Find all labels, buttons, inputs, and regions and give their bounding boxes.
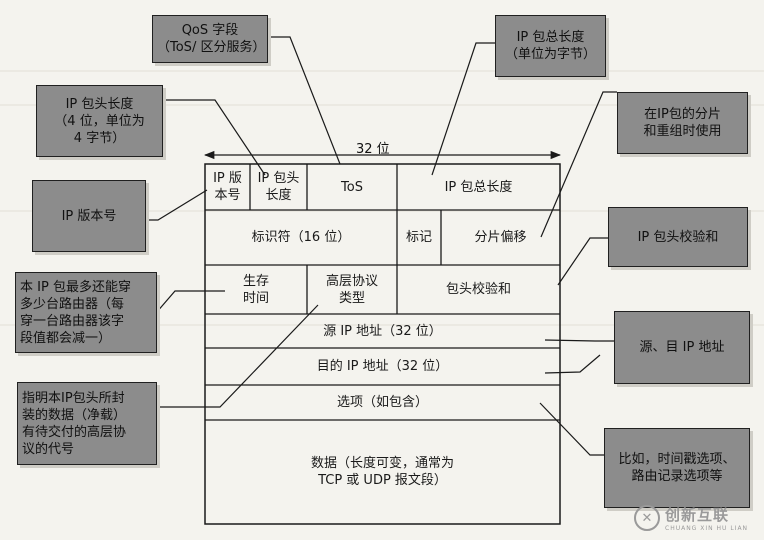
width-label: 32 位 [356, 142, 390, 157]
field-source-address: 源 IP 地址（32 位） [323, 323, 442, 339]
callout-options: 比如，时间戳选项、 路由记录选项等 [604, 428, 750, 508]
header-frame [204, 163, 561, 525]
bg-line [0, 70, 764, 72]
field-data: 数据（长度可变，通常为 TCP 或 UDP 报文段） [310, 456, 454, 488]
callout-version: IP 版本号 [32, 180, 146, 252]
brand-logo-icon: ✕ [634, 505, 660, 531]
watermark: ✕ 创新互联 CHUANG XIN HU LIAN [634, 498, 762, 538]
field-tos: ToS [341, 179, 363, 195]
watermark-sub: CHUANG XIN HU LIAN [665, 525, 749, 532]
field-total-length: IP 包总长度 [444, 179, 513, 195]
field-ihl: IP 包头 长度 [257, 171, 300, 203]
field-identification: 标识符（16 位） [251, 230, 351, 245]
callout-protocol: 指明本IP包头所封 装的数据（净载） 有待交付的高层协 议的代号 [17, 382, 157, 465]
field-fragment-offset: 分片偏移 [474, 230, 527, 245]
bg-line [0, 324, 764, 326]
field-version: IP 版 本号 [213, 171, 242, 203]
field-destination-address: 目的 IP 地址（32 位） [316, 359, 449, 374]
callout-qos: QoS 字段 （ToS/ 区分服务） [152, 15, 268, 63]
callout-addresses: 源、目 IP 地址 [614, 311, 750, 384]
field-protocol: 高层协议 类型 [325, 273, 378, 306]
field-flags: 标记 [405, 230, 432, 245]
callout-total-length: IP 包总长度 （单位为字节） [495, 15, 606, 77]
field-ttl: 生存 时间 [242, 273, 269, 306]
bg-line [0, 210, 764, 212]
callout-checksum: IP 包头校验和 [608, 207, 748, 267]
callout-ihl: IP 包头长度 （4 位，单位为 4 字节） [36, 85, 163, 157]
field-checksum: 包头校验和 [445, 282, 511, 297]
bg-line [0, 104, 764, 106]
field-options: 选项（如包含） [336, 395, 428, 410]
watermark-brand: 创新互联 [665, 506, 730, 524]
callout-ttl: 本 IP 包最多还能穿 多少台路由器（每 穿一台路由器该字 段值都会减一） [15, 272, 157, 353]
callout-fragmentation: 在IP包的分片 和重组时使用 [617, 92, 748, 154]
